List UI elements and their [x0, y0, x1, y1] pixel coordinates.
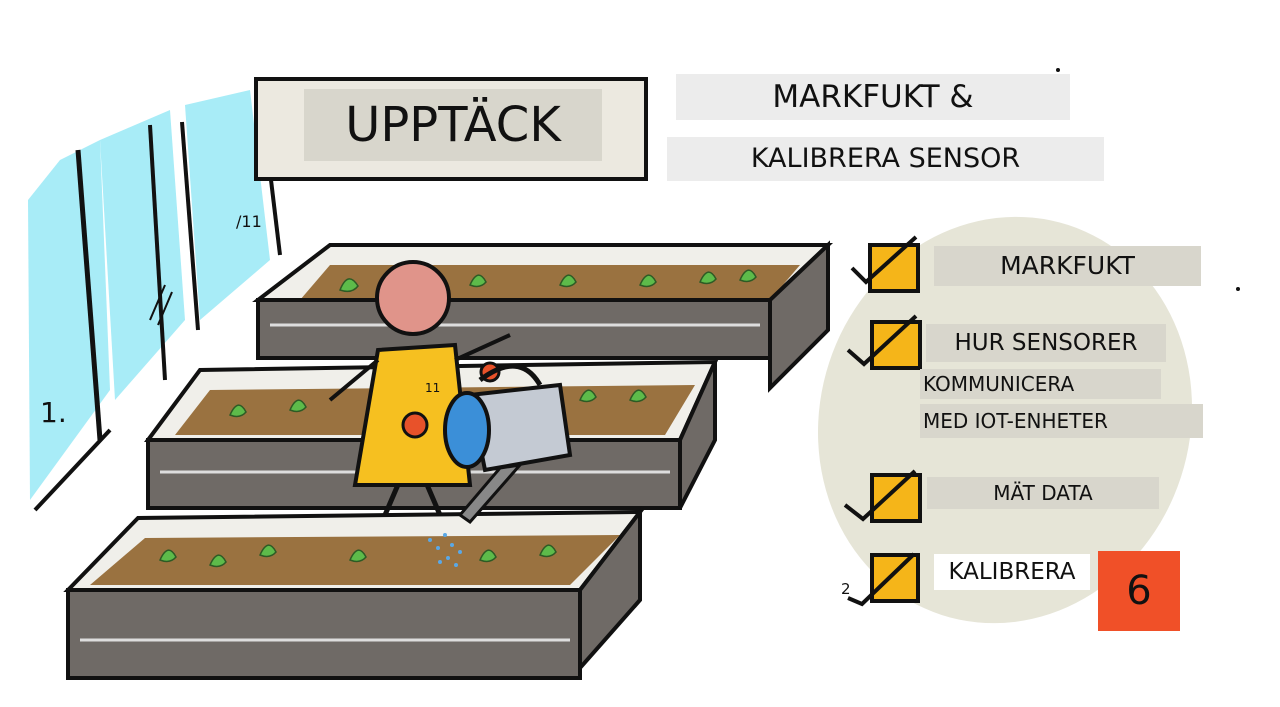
window-illustration: [28, 90, 282, 512]
checklist-item-4: KALIBRERA: [934, 554, 1090, 590]
planter-front: [63, 506, 645, 680]
checkbox-4-icon: [847, 552, 920, 607]
step-number: 1.: [40, 396, 67, 429]
gardener-figure: [328, 260, 511, 516]
page-title: UPPTÄCK: [304, 89, 602, 161]
apron-mark: 11: [425, 381, 441, 395]
subtitle-line-2: KALIBRERA SENSOR: [667, 137, 1104, 181]
checklist-item-1: MARKFUKT: [934, 246, 1201, 286]
speck: [1056, 68, 1060, 72]
checkbox-3-icon: [843, 469, 922, 523]
checklist-item-2: HUR SENSORER: [926, 324, 1166, 362]
checklist-item-2-line-2: KOMMUNICERA: [920, 369, 1161, 399]
checklist-item-2-line-3: MED IOT-ENHETER: [920, 404, 1203, 438]
checkbox-1-icon: [850, 235, 920, 293]
checkbox-2-icon: [846, 314, 922, 370]
checklist-item-3: MÄT DATA: [927, 477, 1159, 509]
window-mark: /11: [236, 212, 262, 231]
corner-mark: 2: [841, 580, 851, 598]
watering-can: [428, 363, 573, 567]
lesson-number-badge: 6: [1098, 551, 1180, 631]
sprouts: [158, 269, 757, 568]
speck: [1236, 287, 1240, 291]
subtitle-line-1: MARKFUKT &: [676, 74, 1070, 120]
